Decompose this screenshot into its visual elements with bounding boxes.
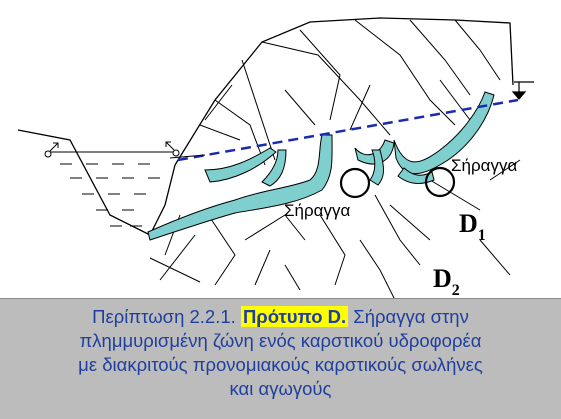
zone-d1-label: D1 (459, 209, 486, 244)
karst-conduits (147, 91, 495, 241)
zone-d2-label: D2 (433, 264, 460, 299)
water-table-tick (169, 154, 206, 159)
tunnel-lower-label: Σήραγγα (284, 201, 351, 220)
karst-aquifer-diagram: Σήραγγα Σήραγγα D1 D2 (17, 17, 534, 300)
zone-d1-subscript: 1 (477, 227, 486, 244)
cross-section-svg (17, 17, 534, 300)
conduit-right-drop (369, 149, 384, 186)
caption-line-4: και αγωγούς (229, 378, 332, 399)
conduit-right-lower (397, 167, 435, 184)
tunnel-lower-circle (339, 167, 371, 199)
rock-fractures (149, 19, 521, 300)
zone-d1-letter: D (459, 209, 478, 238)
tunnel-upper-label: Σήραγγα (451, 156, 518, 175)
conduit-lower (147, 134, 333, 241)
tunnel-upper-circle (424, 166, 456, 198)
caption-line-3: με διακριτούς προνομιακούς καρστικούς σω… (78, 354, 483, 375)
caption-line-1: Περίπτωση 2.2.1. Πρότυπο D. Σήραγγα στην (0, 305, 561, 329)
massif-outline (174, 17, 514, 166)
caption-prefix: Περίπτωση 2.2.1. (92, 306, 241, 327)
conduit-left-branch (204, 147, 277, 183)
caption-highlight: Πρότυπο D. (240, 306, 349, 327)
valley-outline (17, 129, 176, 236)
water-table-symbol (511, 81, 534, 100)
caption-box: Περίπτωση 2.2.1. Πρότυπο D. Σήραγγα στην… (0, 298, 561, 419)
lake-dashes (60, 163, 160, 227)
spring-symbol-right (165, 141, 180, 157)
conduit-left-riser (261, 149, 287, 187)
caption-line1-rest: Σήραγγα στην (348, 306, 469, 327)
zone-d2-letter: D (433, 264, 452, 293)
zone-d2-subscript: 2 (451, 282, 460, 299)
caption-line-2: πλημμυρισμένη ζώνη ενός καρστικού υδροφο… (79, 330, 482, 351)
conduit-right (393, 91, 495, 175)
spring-symbol-left (44, 142, 59, 158)
water-table-line (177, 98, 519, 162)
